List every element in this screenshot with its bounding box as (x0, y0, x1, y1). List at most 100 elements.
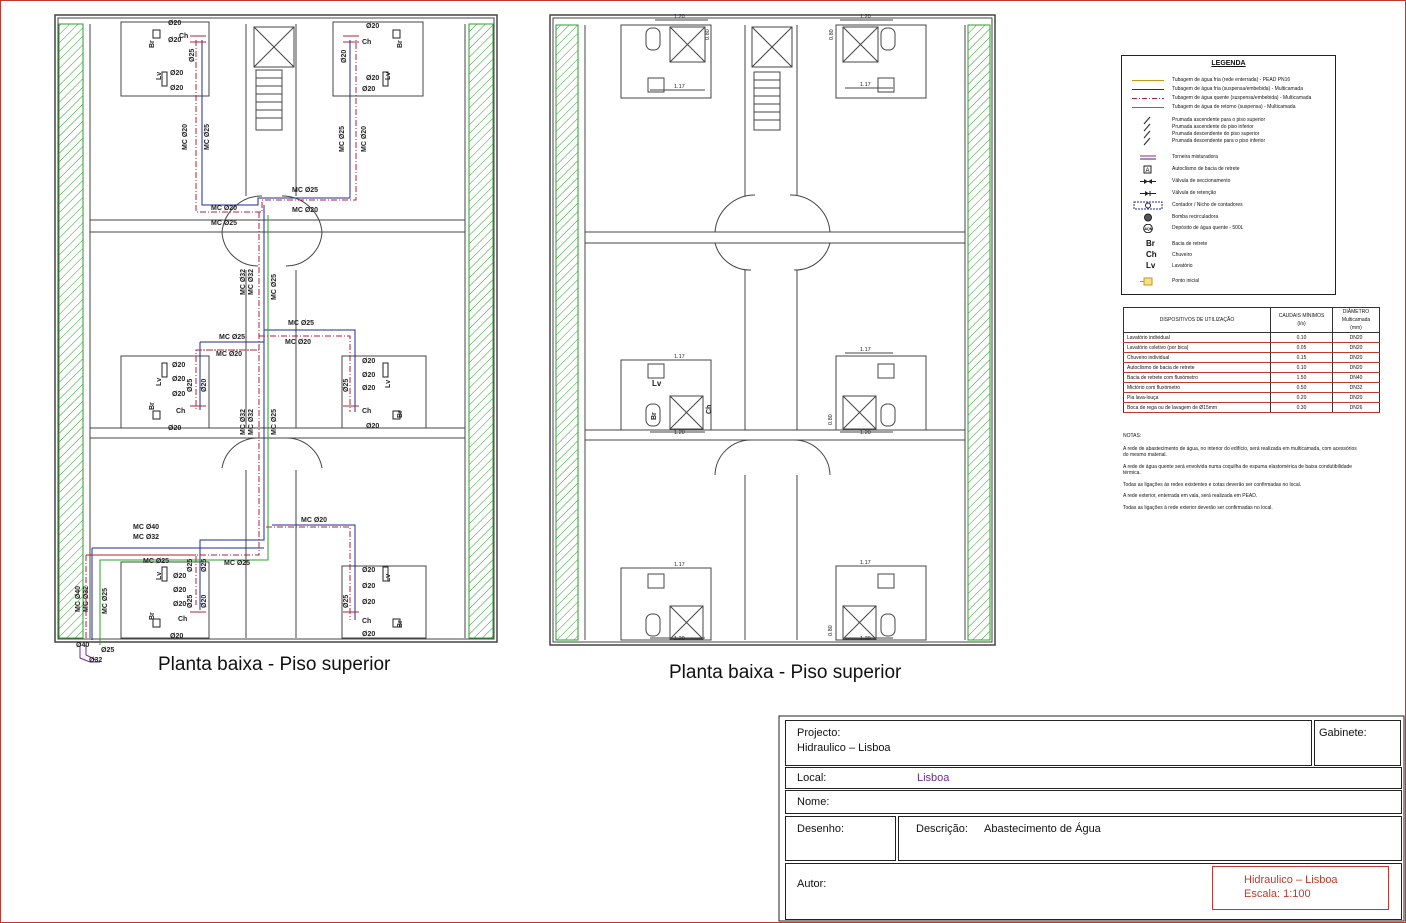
legend-label: Válvula de seccionamento (1172, 178, 1231, 184)
pipe-label: Ø20 (170, 633, 183, 640)
fixture-lv: Lv (156, 378, 163, 386)
notes: NOTAS: A rede de abastecimento de água, … (1123, 433, 1363, 516)
left-floor-plan (54, 14, 498, 643)
legend: LEGENDA Tubagem de água fria (rede enter… (1121, 55, 1336, 295)
ch-glyph: Ch (1146, 250, 1157, 259)
pipe-label: MC Ø25 (271, 409, 278, 435)
fixture-ch: Ch (362, 618, 371, 625)
br-glyph: Br (1146, 239, 1155, 248)
green-line-icon (1132, 107, 1164, 108)
legend-label: Chuveiro (1172, 252, 1193, 258)
pipe-label: Ø20 (341, 50, 348, 63)
right-floor-plan (549, 14, 996, 646)
pipe-label: MC Ø32 (133, 534, 159, 541)
header-device: DISPOSITIVOS DE UTILIZAÇÃO (1123, 307, 1271, 333)
legend-label: Prumada ascendente do piso inferior (1172, 124, 1254, 130)
desenho-label: Desenho: (797, 823, 845, 835)
descricao-box: Descrição: Abastecimento de Água (898, 816, 1402, 861)
local-label: Local: (797, 772, 827, 784)
note-item: Todas as ligações às redes existentes e … (1123, 481, 1302, 488)
stamp: Hidraulico – Lisboa Escala: 1:100 (1244, 873, 1338, 901)
legend-label: Ponto inicial (1172, 278, 1199, 284)
pipe-label: Ø20 (201, 379, 208, 392)
pipe-label: MC Ø25 (224, 560, 250, 567)
pipe-label: Ø25 (187, 595, 194, 608)
pipe-label: MC Ø32 (240, 409, 247, 435)
fixture-lv: Lv (385, 380, 392, 388)
pipe-label: MC Ø20 (182, 124, 189, 150)
pipe-label: Ø20 (170, 70, 183, 77)
pipe-label: MC Ø25 (292, 187, 318, 194)
projecto-label: Projecto: (797, 727, 841, 739)
left-plan-piping (79, 29, 401, 663)
stamp-box (1212, 866, 1389, 910)
meter-icon (1133, 201, 1163, 210)
pipe-label: Ø20 (366, 75, 379, 82)
dimension: 0.80 (828, 625, 834, 636)
pipe-label: Ø25 (343, 595, 350, 608)
pipe-label: Ø20 (362, 583, 375, 590)
fixture-br: Br (397, 40, 404, 48)
pipe-label: Ø20 (172, 376, 185, 383)
descricao-value: Abastecimento de Água (984, 823, 1101, 835)
fixture-br: Br (397, 620, 404, 628)
dimension: 1.20 (674, 14, 685, 20)
pipe-label: MC Ø20 (292, 207, 318, 214)
left-green-wall-right (468, 23, 494, 639)
autor-label: Autor: (797, 878, 827, 890)
svg-text:AQM: AQM (1145, 227, 1153, 231)
projecto-value: Hidraulico – Lisboa (797, 742, 891, 754)
pipe-label: MC Ø32 (248, 269, 255, 295)
pipe-label: MC Ø20 (216, 351, 242, 358)
dimension: 1.20 (860, 14, 871, 20)
legend-label: Prumada ascendente para o piso superior (1172, 117, 1266, 123)
fixture-lv: Lv (156, 72, 163, 80)
fixture-ch: Ch (176, 408, 185, 415)
gabinete-box: Gabinete: (1314, 720, 1401, 766)
pipe-label: MC Ø25 (143, 558, 169, 565)
pipe-label: Ø20 (362, 631, 375, 638)
dimension: 0.80 (829, 29, 835, 40)
dimension: 1.20 (674, 430, 685, 436)
note-item: A rede de abastecimento de água, no inte… (1123, 445, 1357, 459)
header-flow: CAUDAIS MÍNIMOS(l/s) (1270, 307, 1333, 333)
isolation-valve-icon (1140, 179, 1156, 184)
fixture-br: Br (149, 402, 156, 410)
right-green-wall-right (967, 24, 991, 641)
legend-label: Tubagem de água fria (rede enterrada) - … (1172, 77, 1291, 83)
projecto-box: Projecto: Hidraulico – Lisboa (785, 720, 1312, 766)
pipe-label: Ø25 (187, 559, 194, 572)
dimension: 1.17 (860, 560, 871, 566)
pipe-label: Ø20 (362, 372, 375, 379)
dimension: 1.20 (674, 636, 685, 642)
pipe-label: MC Ø32 (83, 586, 90, 612)
desenho-box: Desenho: (785, 816, 896, 861)
pipe-label: MC Ø25 (288, 320, 314, 327)
pipe-label: Ø20 (168, 20, 181, 27)
blue-line-icon (1132, 89, 1164, 90)
local-box: Local: Lisboa (785, 767, 1402, 789)
nome-label: Nome: (797, 796, 830, 808)
pipe-label: Ø40 (76, 642, 89, 649)
devices-table: DISPOSITIVOS DE UTILIZAÇÃO CAUDAIS MÍNIM… (1123, 307, 1380, 413)
right-green-wall-left (555, 24, 579, 641)
legend-label: Lavatório (1172, 263, 1193, 269)
legend-label: Bacia de retrete (1172, 241, 1208, 247)
left-plan-labels: Ø20 Ø20 Ø20 Ø20 Ø20 Ø20 Ø20 Ch Ch MC Ø20… (75, 20, 404, 664)
gabinete-label: Gabinete: (1319, 727, 1367, 739)
pipe-label: Ø25 (343, 379, 350, 392)
note-item: A rede exterior, enterrada em vala, será… (1123, 493, 1258, 499)
riser-up-icon (1143, 116, 1151, 125)
right-plan-title: Planta baixa - Piso superior (669, 662, 902, 683)
dimension: 1.17 (674, 354, 685, 360)
pipe-label: Ø20 (362, 567, 375, 574)
dimension: 1.17 (860, 347, 871, 353)
pipe-label: Ø20 (168, 425, 181, 432)
dimension: 1.17 (674, 562, 685, 568)
stamp-line-1: Hidraulico – Lisboa (1244, 874, 1338, 886)
